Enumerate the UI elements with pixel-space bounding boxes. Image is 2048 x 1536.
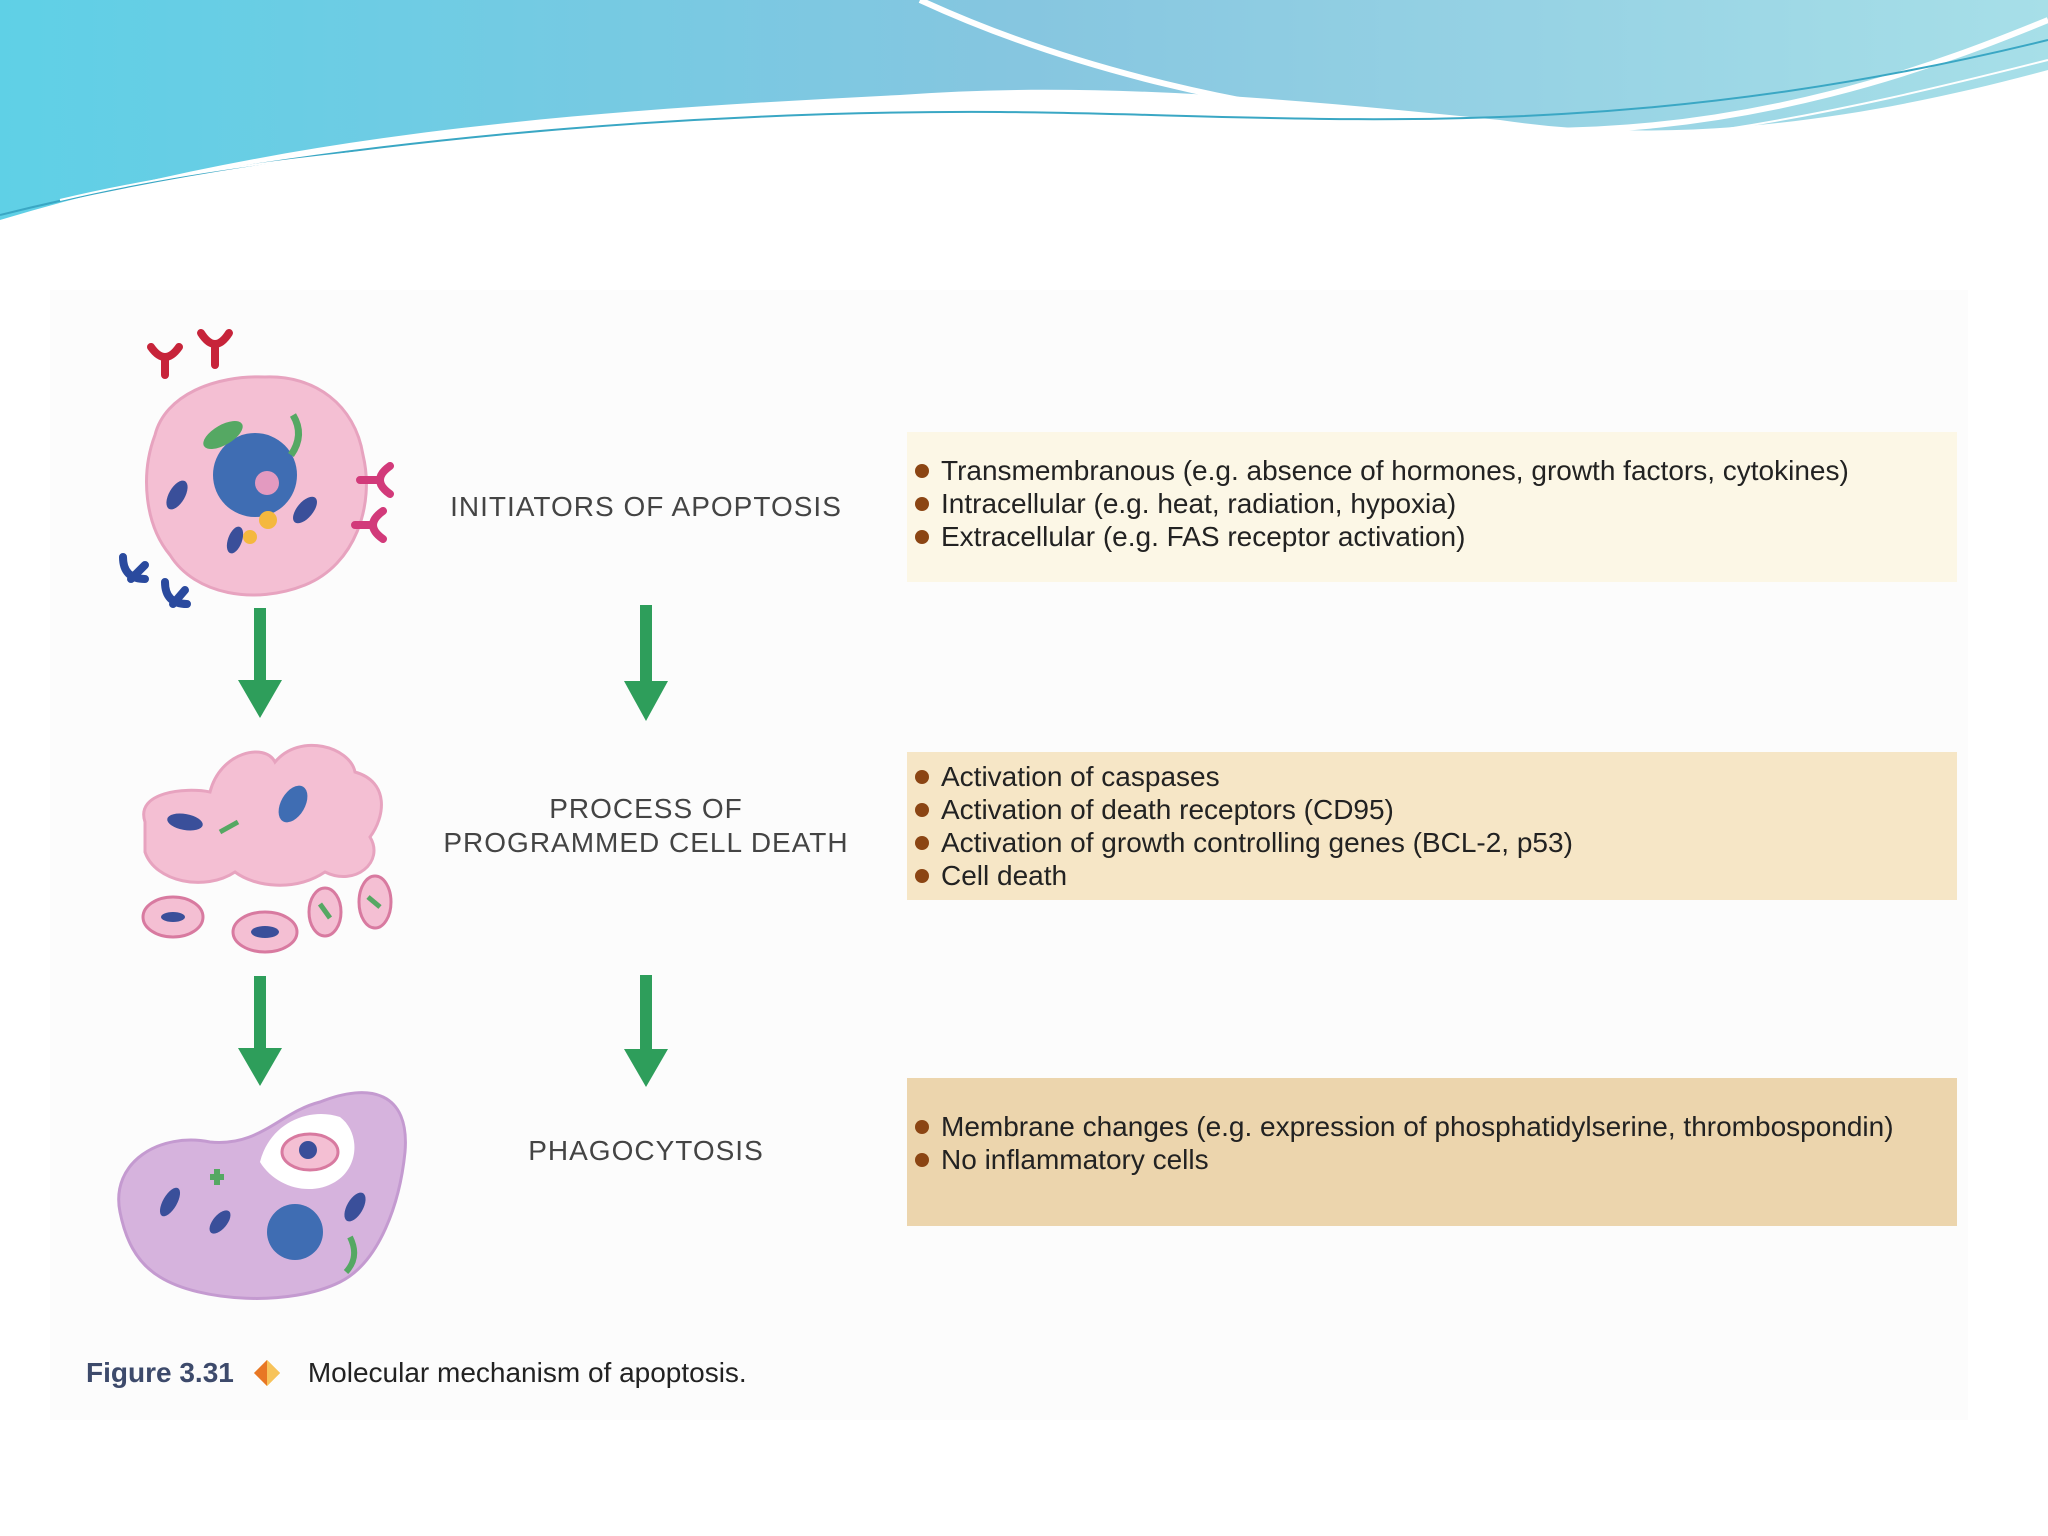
phagocytosis-box: Membrane changes (e.g. expression of pho… [907, 1078, 1957, 1226]
list-item: Extracellular (e.g. FAS receptor activat… [915, 520, 1957, 553]
figure-caption: Figure 3.31 Molecular mechanism of apopt… [86, 1356, 747, 1390]
diamond-icon [250, 1356, 292, 1390]
figure-label: Figure 3.31 [86, 1357, 234, 1388]
arrow-down-icon [624, 975, 668, 1087]
arrow-down-icon [238, 976, 282, 1086]
list-item: Membrane changes (e.g. expression of pho… [915, 1110, 1957, 1143]
list-item: Cell death [915, 859, 1957, 892]
phagocyte-illustration [117, 1091, 407, 1300]
stage-label-line: PROCESS OF [549, 793, 743, 824]
caption-text: Molecular mechanism of apoptosis. [307, 1357, 747, 1388]
list-item: Activation of caspases [915, 760, 1957, 793]
arrow-down-icon [624, 605, 668, 721]
arrow-down-icon [238, 608, 282, 718]
stage-label-process: PROCESS OF PROGRAMMED CELL DEATH [436, 792, 856, 860]
header-wave [0, 0, 2048, 220]
stage-label-line: PROGRAMMED CELL DEATH [443, 827, 849, 858]
list-item: Activation of growth controlling genes (… [915, 826, 1957, 859]
list-item: Activation of death receptors (CD95) [915, 793, 1957, 826]
list-item: Intracellular (e.g. heat, radiation, hyp… [915, 487, 1957, 520]
apoptotic-cell-illustration [141, 743, 393, 954]
initiating-cell-illustration [119, 329, 394, 608]
list-item: Transmembranous (e.g. absence of hormone… [915, 454, 1957, 487]
process-box: Activation of caspases Activation of dea… [907, 752, 1957, 900]
list-item: No inflammatory cells [915, 1143, 1957, 1176]
stage-label-phagocytosis: PHAGOCYTOSIS [436, 1134, 856, 1168]
stage-label-initiators: INITIATORS OF APOPTOSIS [436, 490, 856, 524]
stage-label-line: INITIATORS OF APOPTOSIS [450, 491, 842, 522]
initiators-box: Transmembranous (e.g. absence of hormone… [907, 432, 1957, 582]
receptor-icon [147, 329, 233, 379]
stage-label-line: PHAGOCYTOSIS [528, 1135, 764, 1166]
